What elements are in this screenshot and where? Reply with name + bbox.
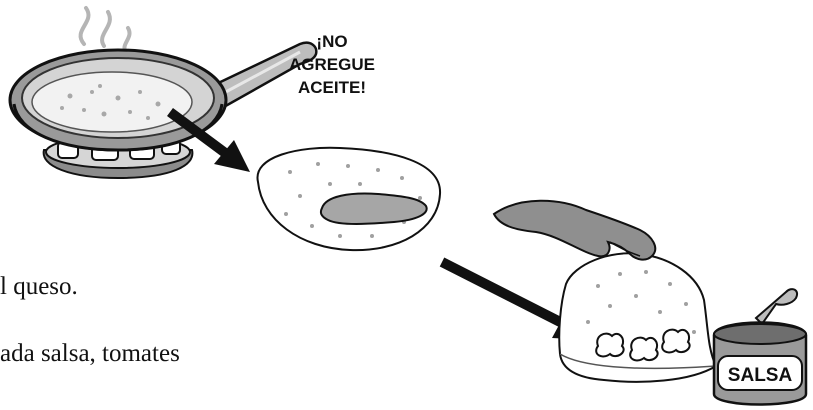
tortilla-with-cheese — [257, 148, 440, 250]
no-oil-callout: ¡NO AGREGUE ACEITE! — [272, 30, 392, 99]
instruction-text-line-2: ada salsa, tomates — [0, 340, 180, 368]
salsa-jar-label: SALSA — [728, 365, 793, 386]
salsa-jar: SALSA — [714, 289, 806, 404]
callout-line-1: ¡NO — [272, 30, 392, 53]
instruction-text-line-1: l queso. — [0, 273, 78, 301]
steam-wisps — [81, 8, 130, 52]
hand-folding-tortilla — [494, 201, 716, 382]
frying-pan — [10, 43, 316, 150]
callout-line-3: ACEITE! — [272, 76, 392, 99]
callout-line-2: AGREGUE — [272, 53, 392, 76]
